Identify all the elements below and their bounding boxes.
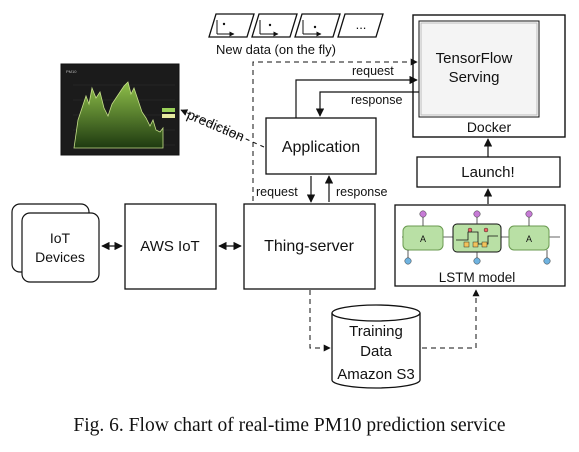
training-data-line3: Amazon S3: [337, 366, 415, 383]
more-data-icon: ...: [337, 13, 384, 38]
s3-to-lstm-dashed-arrow: [422, 289, 480, 349]
thing-server-to-s3-dashed-arrow: [309, 290, 331, 352]
pm10-area-series: [73, 81, 164, 149]
launch-label: Launch!: [461, 164, 514, 181]
iot-devices-line1: IoT: [50, 230, 71, 246]
thing-server-label: Thing-server: [264, 238, 354, 255]
application-node: Application: [265, 117, 377, 175]
legend-swatch: [162, 108, 175, 112]
response-label-top: response: [351, 93, 402, 107]
legend-swatch: [162, 114, 175, 118]
request-arrow-to-serving: [295, 75, 418, 118]
new-data-label: New data (on the fly): [216, 42, 336, 57]
lstm-cell-label: A: [420, 234, 426, 244]
tensorflow-serving-node: TensorFlow Serving: [418, 20, 540, 118]
prediction-chart-thumbnail: PM10: [60, 63, 180, 156]
application-label: Application: [282, 139, 360, 156]
prediction-dashed-arrow: [180, 109, 265, 148]
response-label-mid: response: [336, 185, 387, 199]
aws-iot-node: AWS IoT: [124, 203, 217, 290]
thing-server-node: Thing-server: [243, 203, 376, 290]
training-data-line2: Data: [360, 343, 392, 360]
iot-devices-node: IoT Devices: [11, 203, 100, 283]
request-label-mid: request: [256, 185, 298, 199]
figure-caption: Fig. 6. Flow chart of real-time PM10 pre…: [73, 415, 506, 436]
response-arrow-to-application: [315, 91, 419, 117]
more-data-text: ...: [356, 17, 367, 32]
tf-serving-line1: TensorFlow: [436, 50, 513, 67]
chart-thumb-title: PM10: [66, 69, 77, 74]
new-data-dashed-arrow: [252, 58, 418, 201]
request-label-top: request: [352, 64, 394, 78]
lstm-model-node: A A LSTM model: [394, 204, 566, 287]
scatter-thumb-icon: [251, 13, 298, 37]
tf-serving-line2: Serving: [449, 69, 500, 86]
aws-iot-label: AWS IoT: [140, 238, 199, 255]
scatter-thumb-icon: [208, 13, 255, 37]
launch-node: Launch!: [416, 156, 561, 188]
scatter-thumb-icon: [294, 13, 341, 37]
prediction-label: prediction: [185, 106, 247, 144]
training-data-line1: Training: [349, 323, 403, 340]
docker-label: Docker: [467, 119, 512, 135]
iot-devices-line2: Devices: [35, 249, 85, 265]
new-data-icons: ...: [208, 13, 384, 38]
training-data-store: Training Data Amazon S3: [331, 304, 421, 389]
lstm-label: LSTM model: [439, 270, 516, 285]
lstm-cell-label: A: [526, 234, 532, 244]
lstm-cell-diagram: A A: [402, 210, 560, 265]
